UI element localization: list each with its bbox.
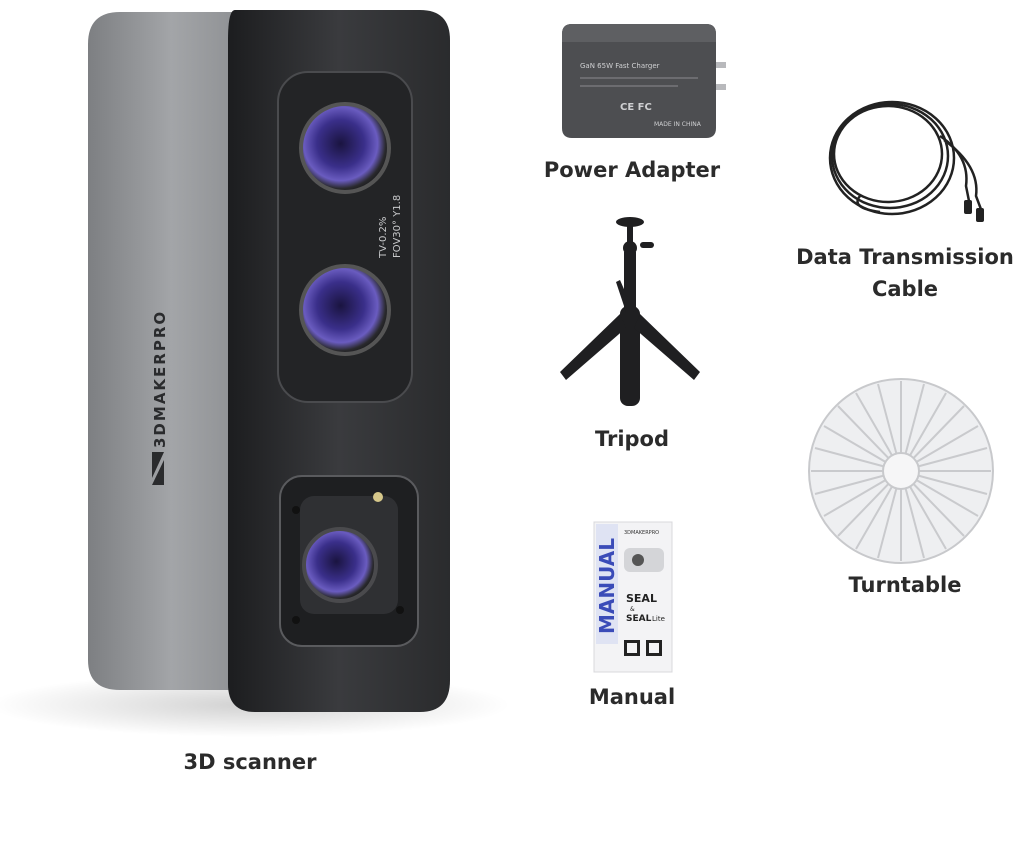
scanner-side-body	[88, 12, 255, 690]
cable-illustration	[828, 100, 984, 222]
manual-product-amp: &	[630, 606, 635, 613]
lens-housing-upper	[277, 71, 413, 403]
turntable-hub	[882, 452, 920, 490]
adapter-top	[562, 24, 716, 42]
lens-projector	[302, 527, 378, 603]
scanner-front-face	[228, 10, 450, 712]
manual-product-line2: SEAL	[626, 614, 652, 624]
power-adapter-label: Power Adapter	[543, 158, 721, 182]
screw-2	[396, 606, 404, 614]
scanner-label: 3D scanner	[183, 750, 317, 774]
manual-qr-2-inner	[649, 643, 659, 653]
screw-3	[292, 616, 300, 624]
scanner-spec-line2: FOV30° Y1.8	[392, 195, 403, 258]
cable-label-line2: Cable	[871, 277, 939, 301]
manual-side-band	[596, 524, 618, 644]
lens-housing-lower	[279, 475, 419, 647]
led-indicator	[373, 492, 383, 502]
scanner-brand-text: 3DMAKERPRO	[151, 310, 169, 448]
projector-frame	[300, 496, 398, 614]
adapter-print-line3: MADE IN CHINA	[654, 121, 702, 128]
manual-cover-brand: 3DMAKERPRO	[624, 530, 659, 536]
manual-product-suffix: Lite	[652, 615, 665, 623]
adapter-print-line1: GaN 65W Fast Charger	[580, 62, 660, 70]
cable-coil	[828, 100, 984, 216]
tripod-label: Tripod	[594, 427, 670, 451]
screw-1	[292, 506, 300, 514]
power-adapter-illustration: GaN 65W Fast Charger CE FC MADE IN CHINA	[562, 24, 726, 138]
cable-plug-1	[964, 200, 972, 214]
scanner-spec-line1: TV-0.2%	[378, 217, 389, 259]
turntable-label: Turntable	[848, 573, 962, 597]
brand-logo-mark	[152, 452, 164, 485]
manual-cover-title: MANUAL	[595, 538, 619, 634]
lens-top	[299, 102, 391, 194]
adapter-print-line2: CE FC	[620, 102, 652, 113]
cable-label-line1: Data Transmission	[796, 245, 1014, 269]
manual-device-lens	[632, 554, 644, 566]
manual-label: Manual	[588, 685, 676, 709]
tripod-shape	[560, 217, 700, 406]
manual-qr-1-inner	[627, 643, 637, 653]
manual-illustration: MANUAL 3DMAKERPRO SEAL & SEAL Lite	[593, 521, 673, 673]
cable-plug-2	[976, 208, 984, 222]
tripod-illustration	[560, 217, 700, 406]
adapter-prong-1	[716, 62, 726, 68]
adapter-prong-2	[716, 84, 726, 90]
manual-product-line1: SEAL	[626, 592, 657, 605]
turntable-illustration	[808, 378, 994, 564]
adapter-body	[562, 24, 716, 138]
lens-middle	[299, 264, 391, 356]
scanner-shadow	[0, 673, 510, 737]
